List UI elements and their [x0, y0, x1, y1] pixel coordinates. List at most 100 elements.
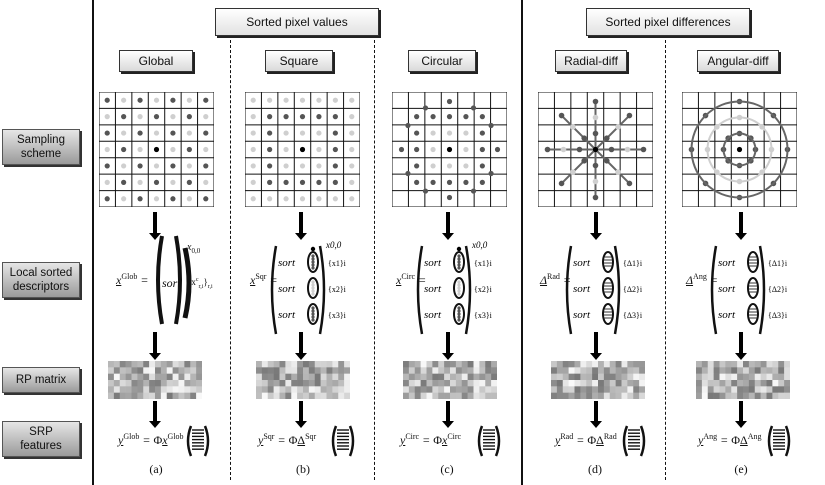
sample-dot — [558, 112, 565, 119]
rp-cell — [155, 392, 162, 399]
rp-cell — [580, 380, 587, 387]
rp-cell — [701, 361, 709, 368]
rp-cell — [455, 367, 463, 374]
rp-cell — [291, 367, 298, 374]
rp-cell — [166, 367, 173, 374]
sample-dot — [604, 158, 610, 164]
rp-cell — [621, 367, 628, 374]
set-label: {Δ3}i — [768, 311, 788, 320]
vector-x: x — [116, 273, 122, 287]
sample-dot — [463, 146, 469, 153]
rp-cell — [450, 386, 457, 393]
sample-dot — [576, 146, 583, 153]
rp-cell — [713, 386, 720, 393]
center-dot — [736, 146, 743, 153]
rp-cell — [766, 373, 773, 381]
sample-dot — [316, 97, 322, 103]
rp-cell — [766, 386, 773, 393]
rp-cell — [485, 392, 492, 399]
sample-dot — [170, 163, 176, 169]
sorted-dot — [457, 312, 461, 316]
sample-dot — [250, 196, 256, 202]
sort-label: sort — [573, 283, 591, 295]
row-label-text: descriptors — [12, 281, 70, 293]
sample-dot — [121, 130, 127, 136]
sample-dot — [626, 180, 633, 187]
sample-dot — [405, 122, 411, 129]
rp-cell — [113, 386, 121, 393]
set-label: {x3}i — [474, 311, 493, 320]
sample-dot — [299, 97, 306, 103]
srp-formula-radial: yRad = ΦΔRad — [555, 432, 617, 447]
sorted-bar — [453, 277, 465, 299]
sorted-dot — [457, 260, 461, 264]
rp-cell — [178, 392, 185, 399]
rp-cell — [131, 386, 138, 393]
rp-cell — [719, 373, 726, 381]
sample-dot — [349, 146, 355, 153]
sample-dot — [170, 146, 176, 153]
rp-cell — [562, 367, 569, 374]
rp-cell — [784, 392, 790, 399]
sample-dot — [624, 146, 631, 153]
rp-cell — [615, 367, 622, 374]
rp-cell — [707, 367, 714, 374]
sample-dot — [479, 146, 485, 153]
sample-dot — [581, 135, 587, 141]
angular-ring — [722, 132, 757, 167]
sorted-dot — [311, 257, 315, 261]
rp-cell — [160, 361, 168, 368]
rp-cell — [332, 392, 339, 399]
rp-cell — [303, 386, 310, 393]
rp-cell — [766, 361, 773, 368]
rp-cell — [760, 380, 767, 387]
rp-cell — [707, 373, 714, 381]
rp-cell — [438, 373, 445, 381]
rp-cell — [184, 386, 191, 393]
sorted-dot — [457, 306, 461, 310]
rp-cell — [737, 392, 744, 399]
sort-label: sort — [424, 283, 442, 295]
sample-dot — [137, 179, 143, 185]
rp-cell — [279, 386, 286, 393]
sample-dot — [592, 178, 599, 185]
flow-arrow-head — [590, 353, 602, 360]
rp-cell — [621, 392, 628, 399]
rp-cell — [713, 380, 720, 387]
sample-dot — [203, 196, 209, 202]
rp-cell — [119, 367, 126, 374]
rp-cell — [314, 367, 321, 374]
rp-cell — [166, 386, 173, 393]
rp-cell — [592, 367, 599, 374]
row-label-sampling: Sampling scheme — [2, 129, 80, 165]
sample-dot — [463, 114, 469, 120]
x00-label: x0,0 — [471, 240, 488, 250]
sample-dot — [186, 146, 192, 153]
flow-arrow-head — [149, 421, 161, 428]
sampling-grid-square — [245, 92, 360, 207]
rp-cell — [256, 392, 263, 399]
rp-cell — [633, 367, 640, 374]
rp-cell — [485, 386, 492, 393]
rp-cell — [568, 367, 575, 374]
rp-cell — [155, 380, 162, 387]
sample-dot — [186, 163, 192, 169]
sorted-bar — [453, 251, 465, 273]
rp-cell — [267, 386, 274, 393]
column-label-global: Global — [119, 50, 193, 72]
rp-cell — [408, 380, 416, 387]
rp-cell — [760, 373, 767, 381]
rp-cell — [701, 367, 709, 374]
rp-cell — [108, 367, 115, 374]
sorted-bar — [602, 303, 614, 325]
rp-cell — [473, 392, 480, 399]
flow-arrow-head — [442, 233, 454, 240]
rp-cell — [108, 386, 115, 393]
rp-cell — [639, 380, 645, 387]
rp-cell — [586, 367, 593, 374]
rp-cell — [556, 392, 564, 399]
rp-cell — [737, 373, 744, 381]
rp-cell — [414, 367, 421, 374]
sample-dot — [121, 196, 127, 202]
